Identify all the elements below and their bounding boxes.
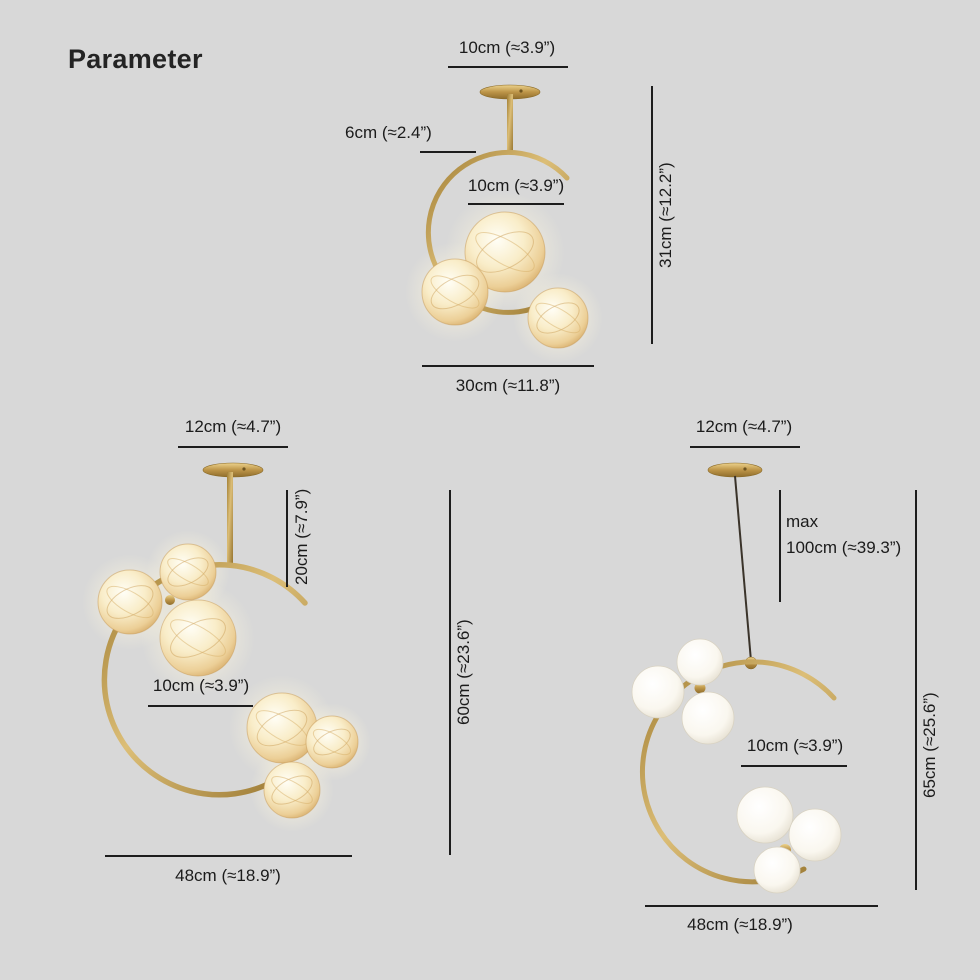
lamp-pendant-cord-max-label: max xyxy=(786,512,819,531)
lamp-pendant-cord-length-line xyxy=(779,490,781,602)
lamp-pendant-cord xyxy=(734,475,752,662)
lamp-large-width-line xyxy=(105,855,352,857)
lamp-pendant-canopy-width-label: 12cm (≈4.7”) xyxy=(695,417,793,436)
canopy-screw-icon xyxy=(242,467,246,471)
lamp-large-height-label: 60cm (≈23.6”) xyxy=(454,619,473,725)
lamp-small-globe-diameter-line xyxy=(468,203,564,205)
lamp-small-canopy-width-label: 10cm (≈3.9”) xyxy=(458,38,556,57)
lamp-small-height-label: 31cm (≈12.2”) xyxy=(656,162,675,268)
lamp-pendant-illustration xyxy=(631,462,842,894)
lamp-pendant-canopy-width-line xyxy=(690,446,800,448)
lamp-large-globe-diameter-label: 10cm (≈3.9”) xyxy=(152,676,250,695)
lamp-small-canopy-width-line xyxy=(448,66,568,68)
canopy-screw-icon xyxy=(519,89,523,93)
lamp-large-canopy-width-line xyxy=(178,446,288,448)
lamp-small-canopy xyxy=(479,84,541,154)
lamp-pendant-canopy xyxy=(707,462,763,478)
lamp-small-width-label: 30cm (≈11.8”) xyxy=(455,376,561,395)
lamp-pendant-globe-diameter-label: 10cm (≈3.9”) xyxy=(746,736,844,755)
lamp-small-stem-length-label: 6cm (≈2.4”) xyxy=(345,123,432,142)
lamp-pendant-height-label: 65cm (≈25.6”) xyxy=(920,692,939,798)
lamp-small-globe-diameter-label: 10cm (≈3.9”) xyxy=(467,176,565,195)
lamp-large-height-line xyxy=(449,490,451,855)
page-title: Parameter xyxy=(68,44,203,74)
lamp-large-globes xyxy=(97,543,359,819)
lamp-small-illustration xyxy=(405,84,603,363)
lamp-pendant-width-line xyxy=(645,905,878,907)
lamp-large-rod-length-label: 20cm (≈7.9”) xyxy=(292,488,311,586)
lamp-large-globe-diameter-line xyxy=(148,705,253,707)
lamp-large-canopy-width-label: 12cm (≈4.7”) xyxy=(184,417,282,436)
lamp-large-illustration xyxy=(82,462,371,832)
lamp-large-width-label: 48cm (≈18.9”) xyxy=(175,866,281,885)
lamp-pendant-globe-diameter-line xyxy=(741,765,847,767)
lamp-large-canopy xyxy=(202,462,264,564)
lamp-pendant-height-line xyxy=(915,490,917,890)
canopy-screw-icon xyxy=(743,467,747,471)
lamp-pendant-width-label: 48cm (≈18.9”) xyxy=(687,915,793,934)
lamp-large-rod-length-line xyxy=(286,490,288,587)
lamp-small-stem-length-line xyxy=(420,151,476,153)
lamp-pendant-globes xyxy=(631,638,842,894)
lamp-small-height-line xyxy=(651,86,653,344)
lamp-pendant-cord-max-length-label: 100cm (≈39.3”) xyxy=(786,538,902,557)
lamp-small-width-line xyxy=(422,365,594,367)
lamp-small-globes xyxy=(421,211,589,349)
